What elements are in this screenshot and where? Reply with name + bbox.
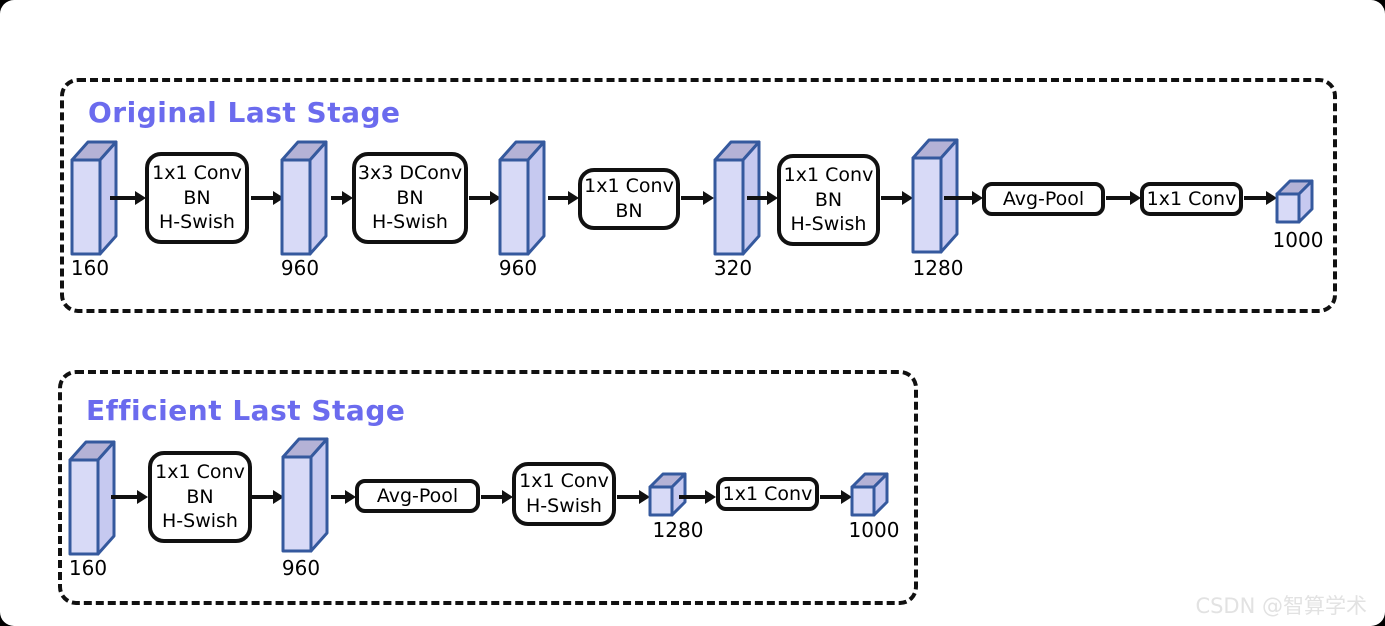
op-line: BN (186, 485, 214, 508)
op-box-1x1-conv-bn-hswish: 1x1 Conv BN H-Swish (777, 154, 880, 246)
tensor-dim-label: 160 (68, 556, 108, 580)
efficient-stage-frame (58, 370, 918, 605)
tensor-dim-label: 1000 (1272, 228, 1324, 252)
op-line: 3x3 DConv (357, 161, 463, 184)
flow-arrow (469, 191, 501, 205)
tensor-3d-icon (68, 440, 116, 556)
flow-arrow (331, 490, 356, 504)
flow-arrow (747, 191, 778, 205)
op-box-1x1-conv-bn-hswish: 1x1 Conv BN H-Swish (148, 451, 252, 543)
op-line: H-Swish (526, 495, 602, 517)
op-line: 1x1 Conv (1146, 187, 1237, 210)
flow-arrow (679, 490, 716, 504)
tensor-dim-label: 960 (280, 256, 320, 280)
op-line: BN (615, 200, 643, 222)
cube-block-1280 (648, 471, 694, 521)
op-box-avg-pool: Avg-Pool (982, 182, 1105, 216)
tensor-block-960 (280, 138, 328, 260)
tensor-dim-label: 960 (498, 256, 538, 280)
flow-arrow (251, 490, 284, 504)
tensor-dim-label: 320 (713, 256, 753, 280)
flow-arrow (681, 191, 714, 205)
watermark: CSDN @智算学术 (1195, 594, 1367, 618)
tensor-3d-icon (70, 140, 118, 256)
original-stage-title: Original Last Stage (88, 96, 401, 129)
op-box-1x1-conv-hswish: 1x1 Conv H-Swish (512, 462, 616, 526)
cube-3d-icon (850, 472, 889, 517)
tensor-block-160 (68, 438, 116, 560)
tensor-block-960 (281, 435, 329, 557)
op-line: H-Swish (372, 211, 448, 234)
op-line: H-Swish (159, 211, 235, 234)
flow-arrow (944, 191, 983, 205)
op-line: 1x1 Conv (783, 163, 874, 186)
flow-arrow (251, 191, 284, 205)
tensor-3d-icon (281, 437, 329, 553)
flow-arrow (331, 191, 353, 205)
tensor-block-1280 (911, 136, 959, 258)
efficient-stage-title: Efficient Last Stage (86, 394, 406, 427)
flow-arrow (881, 191, 913, 205)
op-line: BN (183, 186, 211, 209)
op-line: BN (814, 188, 843, 211)
op-line: 1x1 Conv (722, 482, 813, 505)
tensor-block-960 (498, 138, 546, 260)
op-box-1x1-conv-bn: 1x1 Conv BN (578, 168, 680, 230)
flow-arrow (1106, 191, 1141, 205)
op-box-1x1-conv: 1x1 Conv (716, 477, 819, 511)
tensor-block-160 (70, 138, 118, 260)
op-box-1x1-conv-bn-hswish: 1x1 Conv BN H-Swish (145, 152, 249, 244)
flow-arrow (1244, 191, 1277, 205)
flow-arrow (110, 191, 146, 205)
op-line: 1x1 Conv (519, 470, 609, 493)
flow-arrow (481, 490, 513, 504)
op-line: H-Swish (790, 213, 867, 236)
op-line: H-Swish (162, 510, 238, 533)
op-line: 1x1 Conv (152, 161, 242, 184)
flow-arrow (820, 490, 852, 504)
original-stage-frame (60, 78, 1337, 313)
cube-3d-icon (648, 472, 687, 517)
op-box-1x1-conv: 1x1 Conv (1140, 182, 1243, 216)
tensor-dim-label: 1280 (652, 518, 704, 542)
op-line: BN (396, 186, 424, 209)
op-line: Avg-Pool (1002, 187, 1085, 210)
flow-arrow (111, 490, 148, 504)
cube-block-1000 (850, 471, 896, 521)
op-line: Avg-Pool (376, 484, 459, 507)
tensor-dim-label: 1000 (848, 518, 900, 542)
tensor-dim-label: 1280 (912, 256, 964, 280)
tensor-3d-icon (280, 140, 328, 256)
tensor-dim-label: 160 (70, 256, 110, 280)
tensor-3d-icon (911, 138, 959, 254)
tensor-dim-label: 960 (281, 556, 321, 580)
op-box-3x3-dconv-bn-hswish: 3x3 DConv BN H-Swish (352, 152, 468, 244)
op-box-avg-pool: Avg-Pool (355, 479, 480, 513)
op-line: 1x1 Conv (155, 460, 245, 483)
tensor-3d-icon (498, 140, 546, 256)
op-line: 1x1 Conv (584, 175, 674, 198)
flow-arrow (548, 191, 579, 205)
cube-3d-icon (1275, 179, 1314, 224)
flow-arrow (617, 490, 650, 504)
cube-block-1000 (1275, 178, 1321, 228)
